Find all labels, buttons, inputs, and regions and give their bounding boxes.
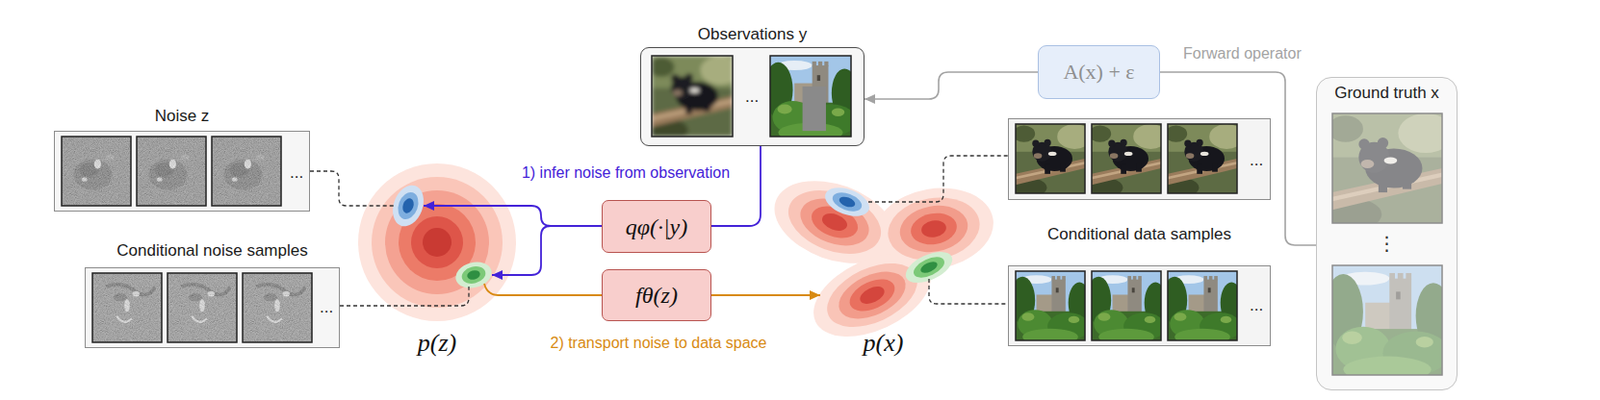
leader-line — [929, 279, 1008, 305]
ellipsis: ... — [1249, 297, 1264, 314]
encoder-label: qφ(·|y) — [625, 213, 689, 241]
arrowhead — [423, 201, 435, 211]
panel-heading: Noise z — [154, 106, 210, 127]
noise-images — [61, 136, 282, 207]
operator-box: A(x) + εForward operator — [1037, 45, 1161, 100]
latent-distribution: p(z) — [355, 159, 519, 359]
gaussian-density — [355, 159, 519, 359]
ellipsis: ... — [289, 164, 304, 181]
distribution-label: p(x) — [770, 329, 997, 359]
connector-line — [929, 279, 1008, 305]
connector-line — [484, 283, 602, 296]
distribution-label: p(z) — [355, 329, 519, 359]
leader-line — [309, 171, 395, 207]
panel-heading: Conditional data samples — [1047, 225, 1232, 245]
edge-label: 1) infer noise from observation — [519, 163, 732, 183]
connector-line — [309, 171, 395, 207]
inference-arrow — [423, 201, 602, 281]
image-panel: Conditional data samples... — [1007, 265, 1271, 347]
conditional-castle-samples — [1009, 271, 1243, 346]
ellipsis: ... — [319, 299, 334, 316]
leader-line — [339, 286, 469, 307]
ground-truth-panel: Ground truth x ⋮ — [1316, 77, 1458, 391]
inference-line — [711, 146, 761, 227]
connector-line — [711, 294, 821, 297]
generator-box: fθ(z) — [601, 269, 712, 322]
panel-heading: Ground truth x — [1316, 83, 1457, 104]
conditional-bear-samples — [1005, 124, 1244, 199]
operator-formula: A(x) + ε — [1062, 59, 1135, 85]
leader-line — [868, 155, 1008, 203]
transport-line — [484, 283, 602, 296]
connector-line — [423, 206, 602, 227]
arrowhead — [491, 270, 503, 281]
image-panel: Conditional noise samples... — [84, 267, 340, 349]
ellipsis: ... — [1249, 152, 1264, 169]
connector-line — [711, 146, 761, 227]
operator-caption: Forward operator — [1183, 44, 1302, 64]
data-distribution: p(x) — [770, 178, 997, 359]
generator-label: fθ(z) — [635, 282, 678, 310]
connector-line — [864, 72, 1038, 100]
connector-line — [1160, 72, 1317, 246]
edge-label: 2) transport noise to data space — [547, 334, 769, 354]
transport-arrow — [711, 290, 821, 301]
image-panel: ... — [1007, 118, 1271, 201]
encoder-box: qφ(·|y) — [601, 200, 712, 254]
image-panel: Noise z... — [53, 130, 310, 212]
connector-line — [491, 226, 551, 276]
vertical-ellipsis: ⋮ — [1316, 232, 1457, 256]
operator-link — [1160, 72, 1317, 246]
panel-heading: Observations y — [697, 25, 807, 45]
connector-line — [868, 155, 1008, 203]
ellipsis: ... — [745, 88, 759, 105]
conditional-noise-images — [92, 273, 312, 343]
arrowhead — [864, 94, 876, 104]
forward-arrow — [864, 72, 1038, 104]
connector-line — [339, 286, 469, 307]
panel-fills — [53, 47, 1458, 391]
panel-heading: Conditional noise samples — [116, 241, 308, 261]
arrowhead — [809, 290, 821, 301]
observation-images — [639, 55, 857, 143]
observation-panel: Observations y... — [640, 47, 865, 147]
